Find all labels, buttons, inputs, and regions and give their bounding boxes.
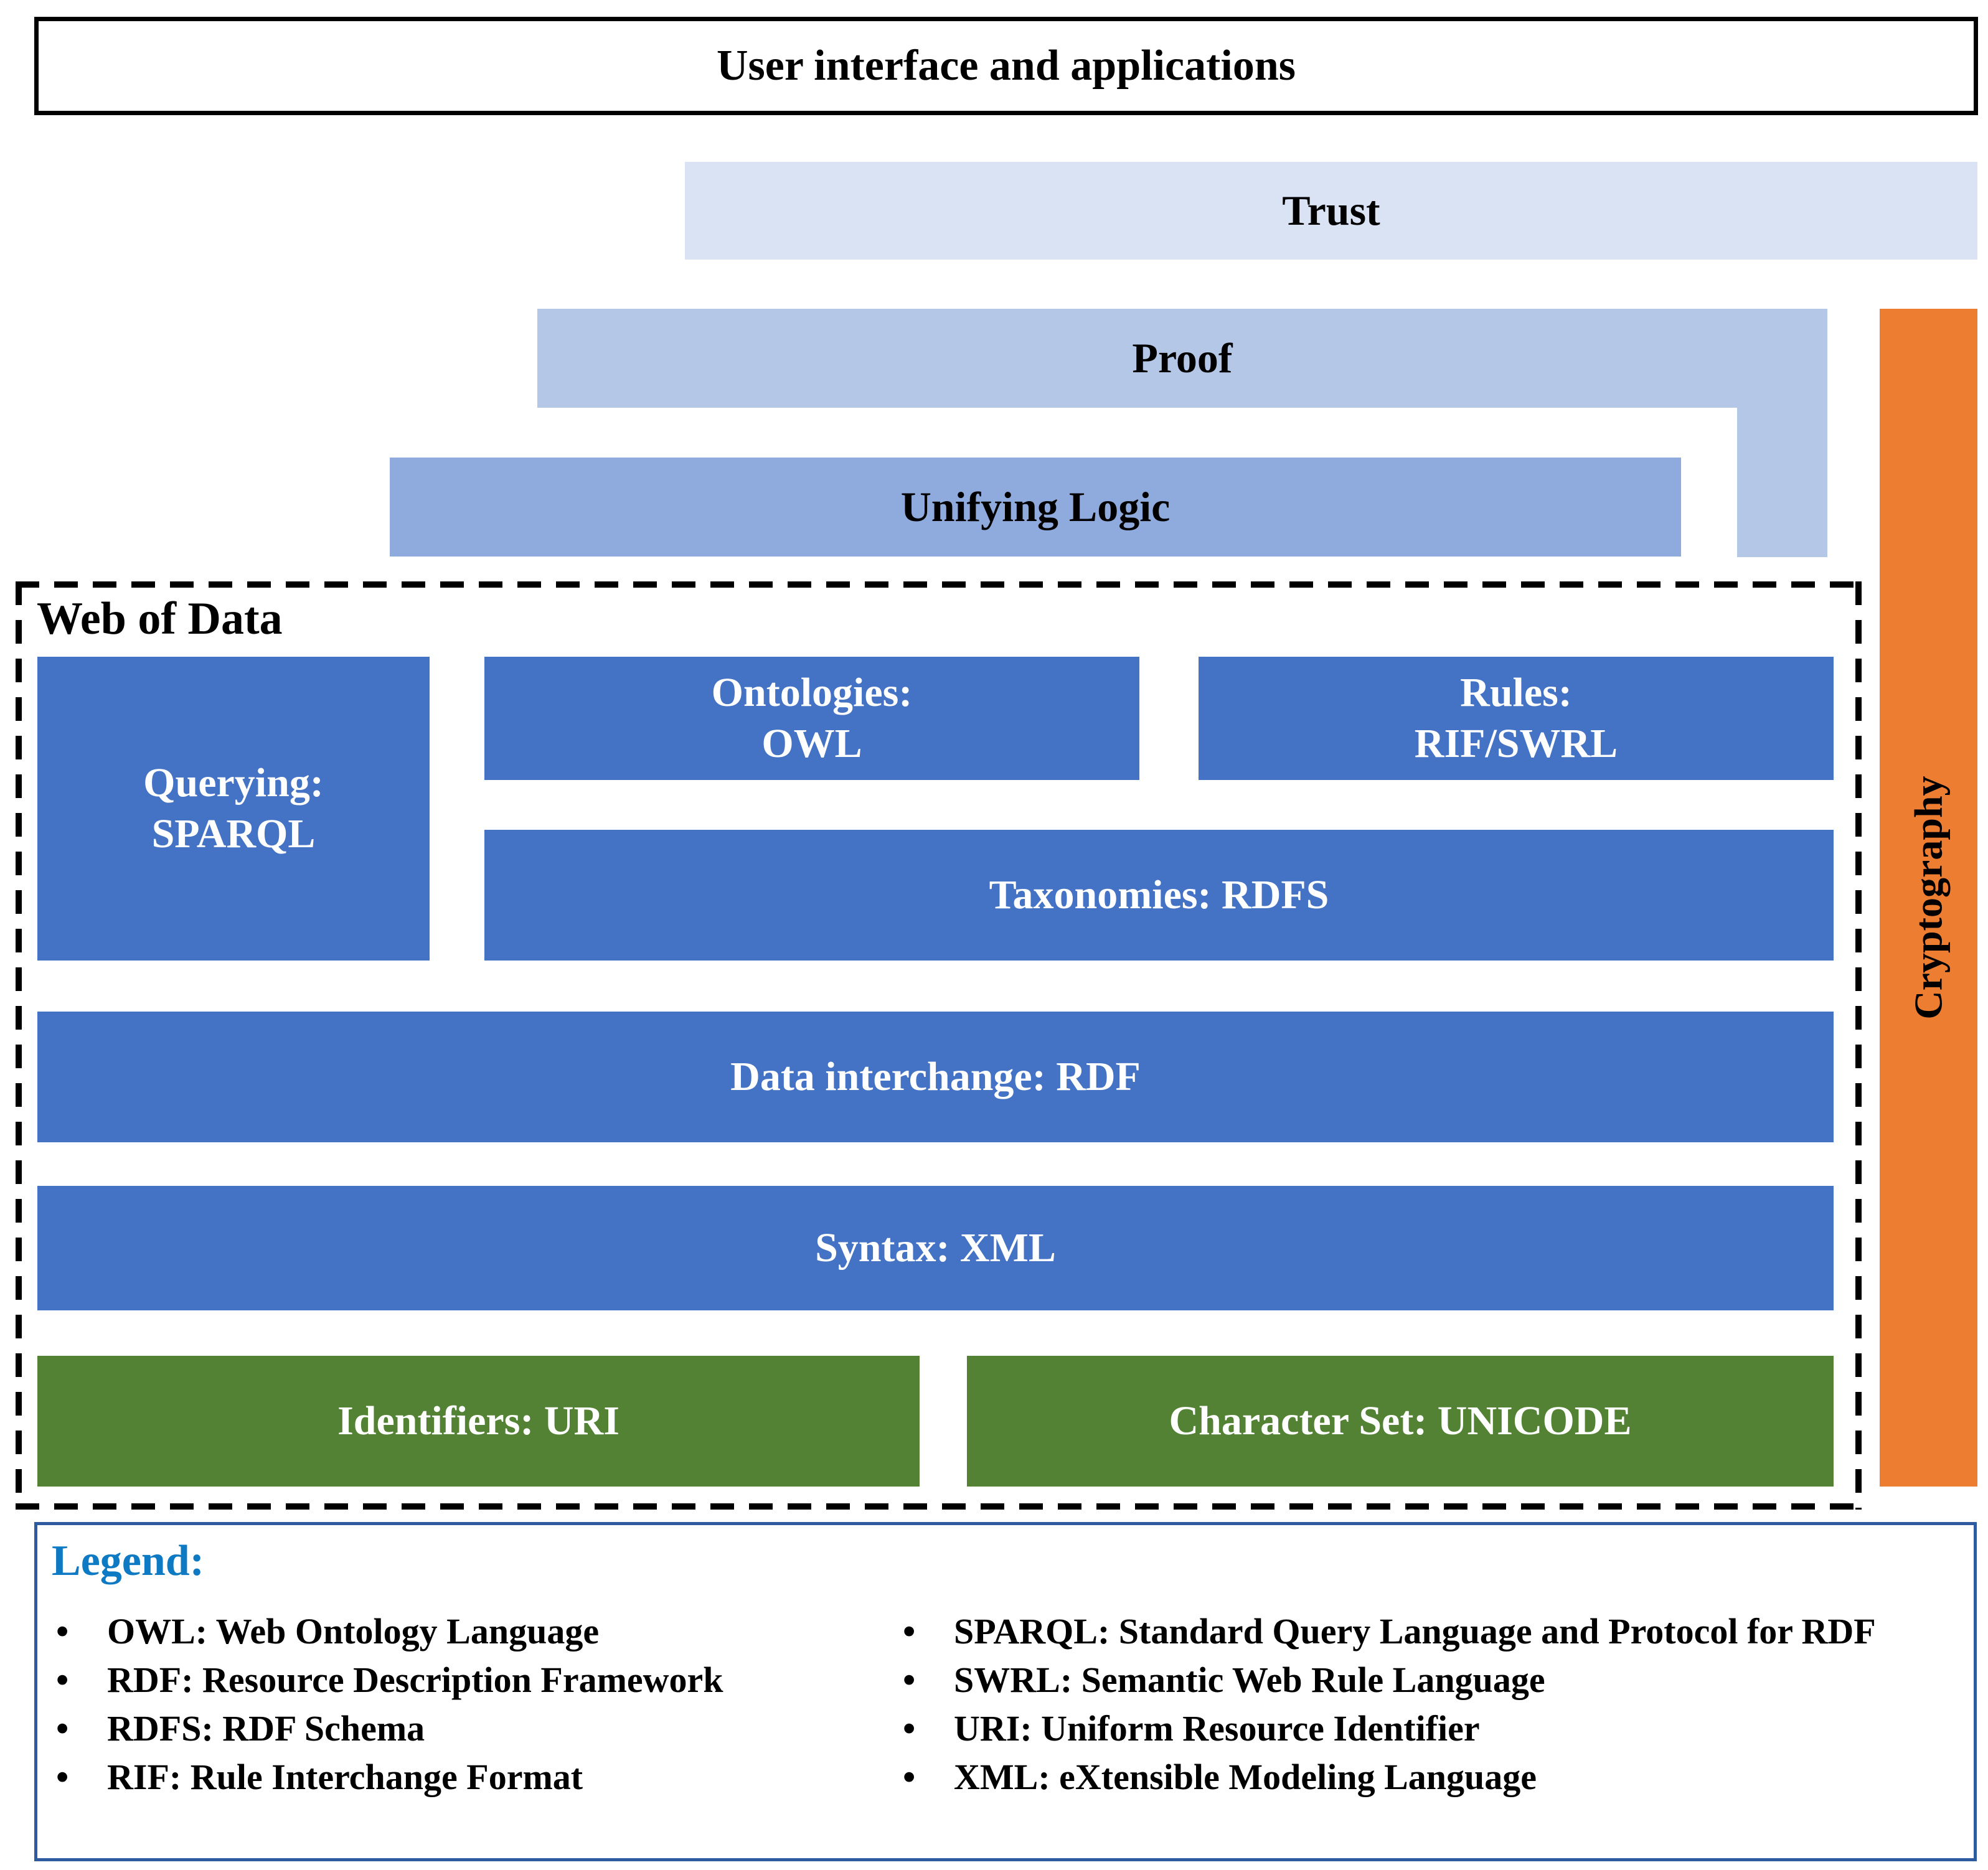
legend-item-xml: XML: eXtensible Modeling Language	[903, 1753, 1877, 1802]
syntax-label: Syntax: XML	[815, 1224, 1056, 1271]
web-of-data-frame-left	[16, 581, 22, 1510]
proof-layer-step-leg	[1737, 406, 1827, 557]
trust-label: Trust	[1282, 187, 1380, 234]
cryptography-bar: Cryptography	[1880, 309, 1977, 1487]
rules-label-line1: Rules:	[1460, 669, 1572, 715]
legend-item-uri: URI: Uniform Resource Identifier	[903, 1704, 1877, 1753]
legend-left-column: OWL: Web Ontology Language RDF: Resource…	[56, 1607, 878, 1802]
querying-label-line2: SPARQL	[151, 811, 316, 857]
legend-title: Legend:	[52, 1537, 204, 1585]
rules-label-line2: RIF/SWRL	[1414, 721, 1618, 766]
taxonomies-rdfs-box: Taxonomies: RDFS	[484, 830, 1834, 961]
ontologies-owl-box: Ontologies: OWL	[484, 657, 1139, 780]
legend-item-rdf: RDF: Resource Description Framework	[56, 1656, 878, 1704]
cryptography-label: Cryptography	[1906, 776, 1951, 1020]
web-of-data-frame-top	[16, 581, 1862, 588]
character-set-label: Character Set: UNICODE	[1169, 1398, 1632, 1444]
data-interchange-rdf-box: Data interchange: RDF	[37, 1012, 1834, 1142]
rules-rif-swrl-box: Rules: RIF/SWRL	[1199, 657, 1834, 780]
proof-layer-bar: Proof	[537, 309, 1827, 408]
syntax-xml-box: Syntax: XML	[37, 1186, 1834, 1310]
identifiers-label: Identifiers: URI	[337, 1398, 619, 1444]
web-of-data-frame-right	[1855, 581, 1862, 1510]
legend-item-rif: RIF: Rule Interchange Format	[56, 1753, 878, 1802]
legend-item-sparql: SPARQL: Standard Query Language and Prot…	[903, 1607, 1877, 1656]
ontologies-label-line1: Ontologies:	[711, 669, 913, 715]
querying-sparql-box: Querying: SPARQL	[37, 657, 430, 961]
user-interface-applications-box: User interface and applications	[34, 17, 1978, 115]
web-of-data-label: Web of Data	[37, 593, 283, 644]
identifiers-uri-box: Identifiers: URI	[37, 1356, 920, 1487]
legend-item-owl: OWL: Web Ontology Language	[56, 1607, 878, 1656]
legend-item-swrl: SWRL: Semantic Web Rule Language	[903, 1656, 1877, 1704]
unifying-logic-layer-bar: Unifying Logic	[390, 458, 1681, 557]
proof-label: Proof	[1132, 334, 1233, 382]
legend-right-column: SPARQL: Standard Query Language and Prot…	[903, 1607, 1877, 1802]
trust-layer-bar: Trust	[685, 162, 1977, 260]
legend-item-rdfs: RDFS: RDF Schema	[56, 1704, 878, 1753]
character-set-unicode-box: Character Set: UNICODE	[967, 1356, 1834, 1487]
taxonomies-label: Taxonomies: RDFS	[989, 872, 1329, 918]
user-interface-applications-label: User interface and applications	[716, 42, 1296, 90]
ontologies-label-line2: OWL	[761, 721, 862, 766]
unifying-logic-label: Unifying Logic	[900, 483, 1171, 530]
data-interchange-label: Data interchange: RDF	[730, 1053, 1141, 1099]
web-of-data-frame-bottom	[16, 1503, 1862, 1510]
querying-label-line1: Querying:	[143, 759, 324, 806]
